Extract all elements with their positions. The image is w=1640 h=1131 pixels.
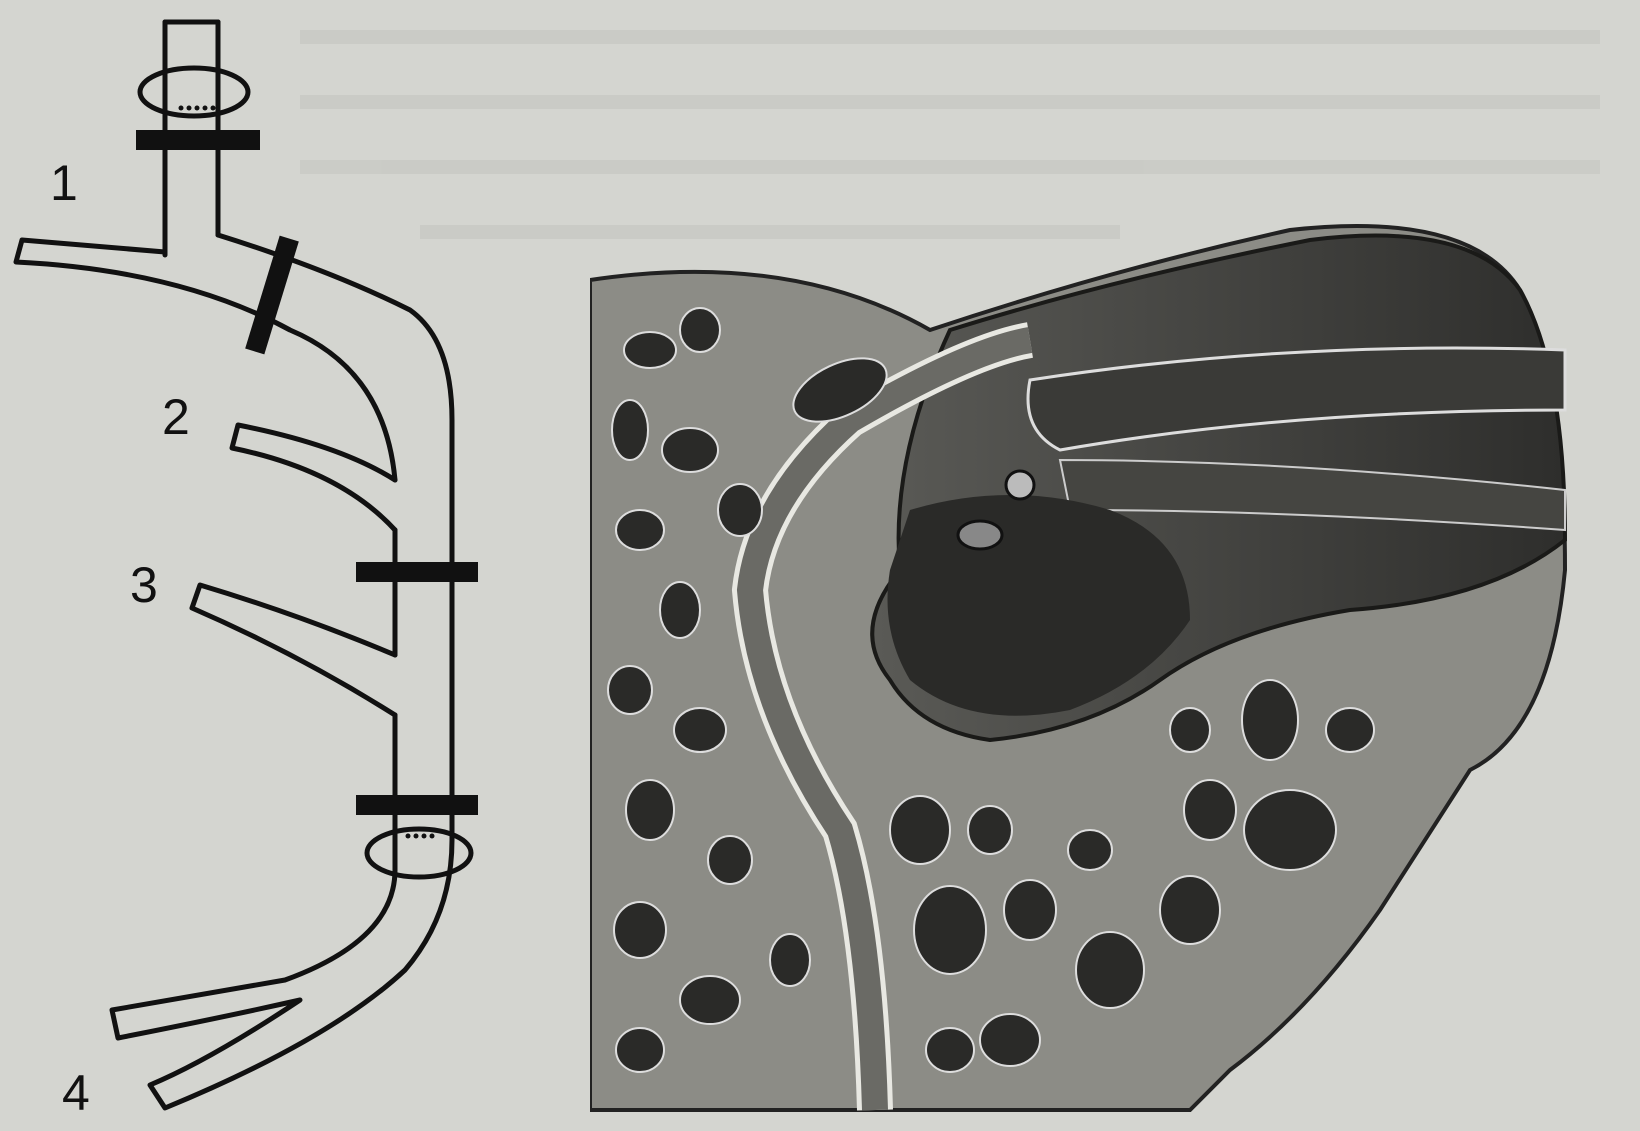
clamp-bar-middle: [356, 562, 478, 582]
ossicle-ring: [1006, 471, 1034, 499]
label-2: 2: [162, 392, 190, 442]
lower-ring-ligature: [367, 829, 471, 877]
label-3: 3: [130, 560, 158, 610]
upper-ring-ligature: [140, 68, 248, 116]
clamp-bar-lower: [356, 795, 478, 815]
branch-3: [192, 585, 395, 715]
anatomical-illustration: [590, 210, 1640, 1131]
ossicle-body: [958, 521, 1002, 549]
label-4: 4: [62, 1068, 90, 1118]
branch-4-upper: [112, 840, 452, 1108]
clamp-bar-top: [136, 130, 260, 150]
label-1: 1: [50, 158, 78, 208]
branch-2: [232, 425, 395, 530]
vessel-schematic: [0, 0, 560, 1131]
